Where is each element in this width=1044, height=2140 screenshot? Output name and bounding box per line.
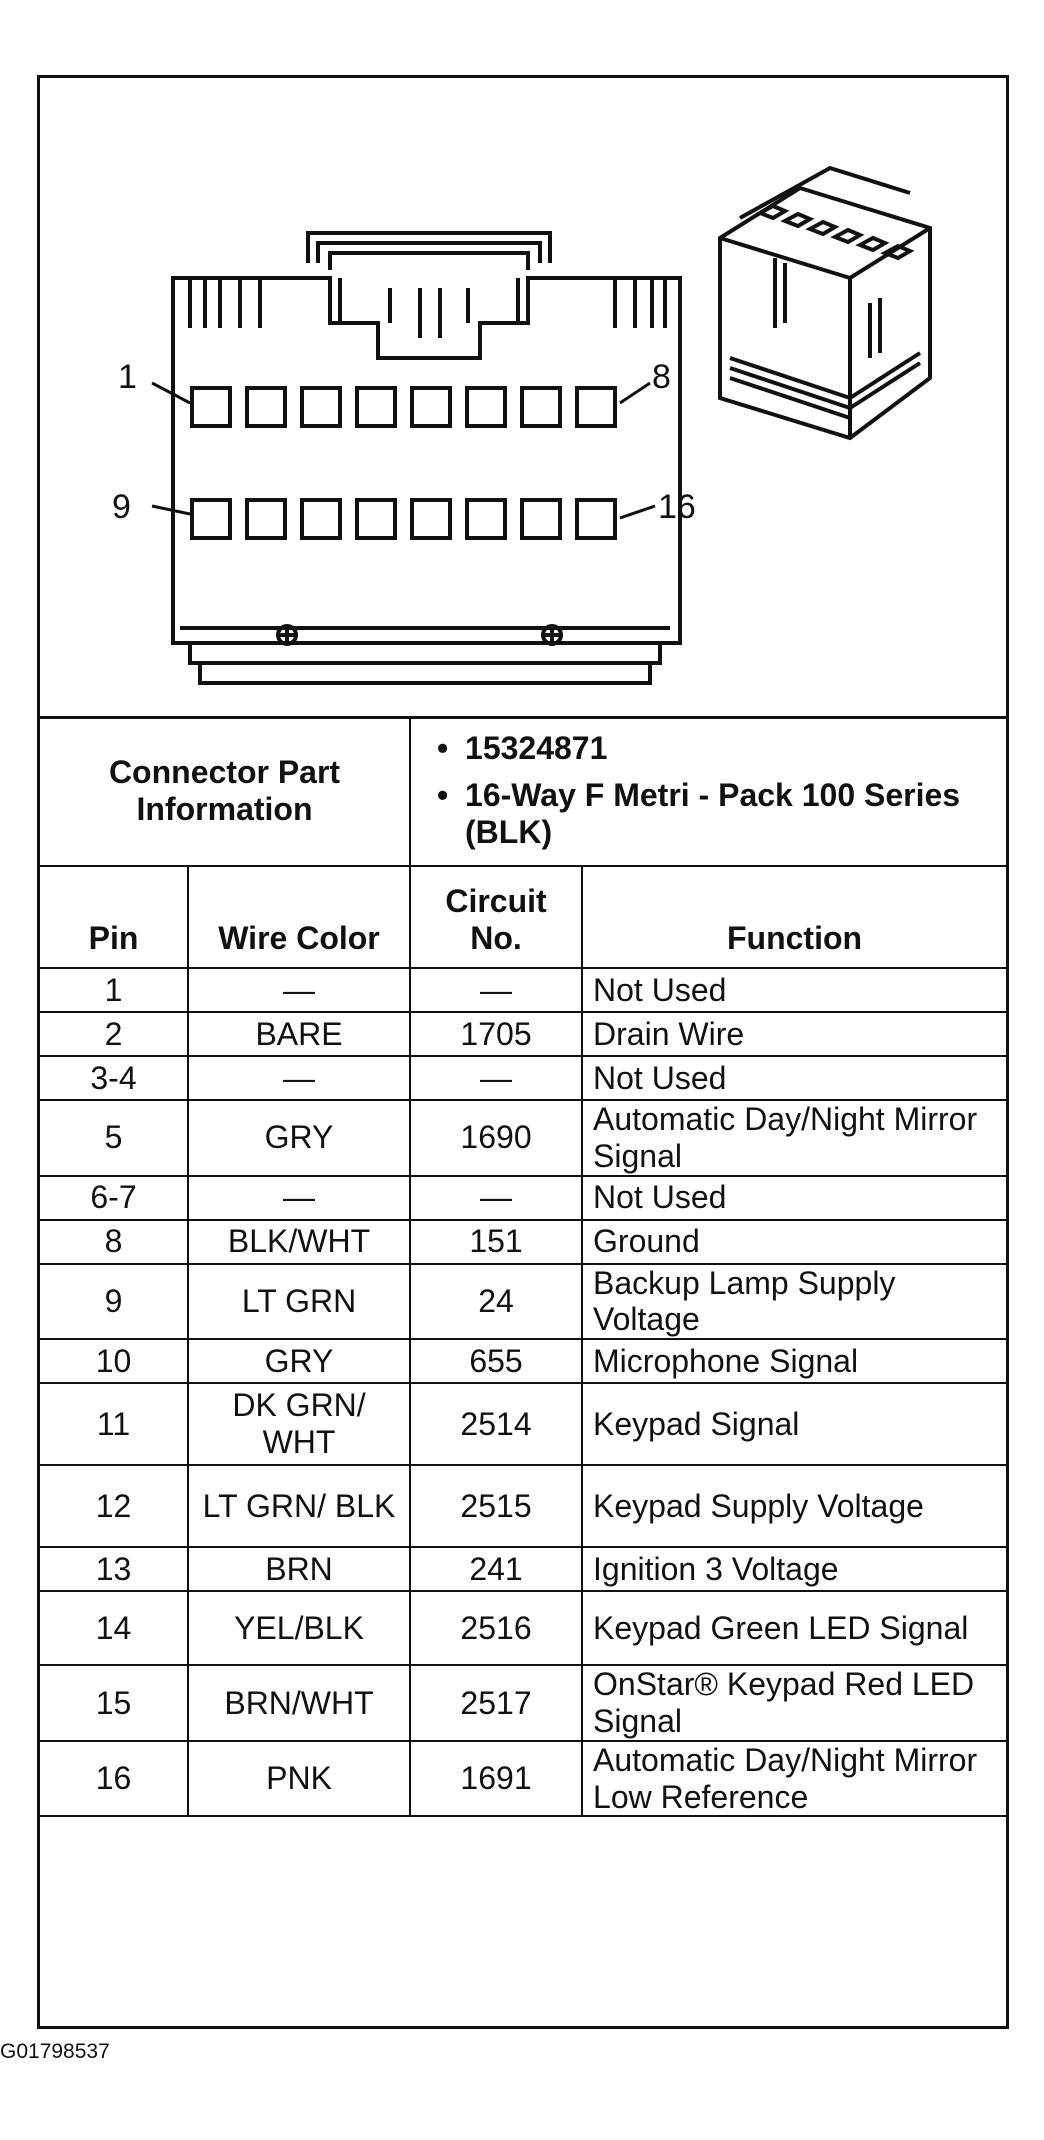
circuit-cell: 241 bbox=[409, 1546, 584, 1593]
connector-diagram: 1 8 9 16 bbox=[40, 78, 1006, 719]
function-cell: Automatic Day/Night Mirror Signal bbox=[581, 1099, 1007, 1177]
function-cell: Not Used bbox=[581, 1174, 1007, 1221]
wire-color-cell: YEL/BLK bbox=[186, 1590, 412, 1667]
wire-color-cell: LT GRN/ BLK bbox=[186, 1464, 412, 1549]
function-cell: Backup Lamp Supply Voltage bbox=[581, 1262, 1007, 1341]
function-cell: Keypad Supply Voltage bbox=[581, 1464, 1007, 1549]
function-cell: OnStar® Keypad Red LED Signal bbox=[581, 1664, 1007, 1742]
circuit-cell: 655 bbox=[409, 1338, 584, 1385]
table-row: 6-7——Not Used bbox=[40, 1174, 1007, 1221]
function-cell: Microphone Signal bbox=[581, 1338, 1007, 1385]
connector-part-info-text: Connector Part Information bbox=[108, 753, 341, 827]
column-header-row: Pin Wire Color Circuit No. Function bbox=[40, 865, 1007, 969]
part-number: 15324871 bbox=[437, 730, 996, 767]
pin-cell: 12 bbox=[40, 1464, 189, 1549]
wire-color-cell: GRY bbox=[186, 1099, 412, 1177]
connector-face-drawing: 1 8 9 16 bbox=[112, 165, 932, 685]
circuit-cell: — bbox=[409, 1174, 584, 1221]
column-header-wire-color: Wire Color bbox=[186, 865, 412, 969]
connector-part-info-label: Connector Part Information bbox=[40, 716, 412, 867]
pin-cell: 16 bbox=[40, 1739, 189, 1818]
pin-label-9: 9 bbox=[112, 488, 131, 526]
circuit-cell: 24 bbox=[409, 1262, 584, 1341]
wire-color-cell: BRN bbox=[186, 1546, 412, 1593]
function-cell: Automatic Day/Night Mirror Low Reference bbox=[581, 1739, 1007, 1818]
wire-color-cell: LT GRN bbox=[186, 1262, 412, 1341]
circuit-cell: 151 bbox=[409, 1218, 584, 1265]
wire-color-cell: — bbox=[186, 1055, 412, 1101]
circuit-cell: 2516 bbox=[409, 1590, 584, 1667]
function-cell: Not Used bbox=[581, 967, 1007, 1013]
function-cell: Keypad Green LED Signal bbox=[581, 1590, 1007, 1667]
wire-color-cell: DK GRN/ WHT bbox=[186, 1382, 412, 1467]
column-header-function: Function bbox=[581, 865, 1007, 969]
pin-cell: 3-4 bbox=[40, 1055, 189, 1101]
pin-cell: 8 bbox=[40, 1218, 189, 1265]
wire-color-cell: BARE bbox=[186, 1011, 412, 1057]
pin-cell: 15 bbox=[40, 1664, 189, 1742]
connector-iso-view bbox=[718, 165, 932, 441]
wire-color-cell: — bbox=[186, 967, 412, 1013]
circuit-cell: 2517 bbox=[409, 1664, 584, 1742]
connector-type: 16-Way F Metri - Pack 100 Series (BLK) bbox=[437, 777, 996, 851]
pin-cell: 14 bbox=[40, 1590, 189, 1667]
wire-color-cell: BLK/WHT bbox=[186, 1218, 412, 1265]
table-row: 1——Not Used bbox=[40, 967, 1007, 1013]
function-cell: Ground bbox=[581, 1218, 1007, 1265]
wire-color-cell: GRY bbox=[186, 1338, 412, 1385]
circuit-cell: 1691 bbox=[409, 1739, 584, 1818]
pin-label-8: 8 bbox=[652, 358, 671, 396]
wire-color-cell: PNK bbox=[186, 1739, 412, 1818]
pin-cell: 10 bbox=[40, 1338, 189, 1385]
column-header-pin: Pin bbox=[40, 865, 189, 969]
pin-cell: 2 bbox=[40, 1011, 189, 1057]
circuit-cell: 2515 bbox=[409, 1464, 584, 1549]
pin-cell: 11 bbox=[40, 1382, 189, 1467]
wire-color-cell: — bbox=[186, 1174, 412, 1221]
pin-cell: 9 bbox=[40, 1262, 189, 1341]
connector-part-info-values: 15324871 16-Way F Metri - Pack 100 Serie… bbox=[409, 716, 1007, 867]
pin-cell: 13 bbox=[40, 1546, 189, 1593]
circuit-cell: 1690 bbox=[409, 1099, 584, 1177]
circuit-cell: — bbox=[409, 1055, 584, 1101]
function-cell: Ignition 3 Voltage bbox=[581, 1546, 1007, 1593]
wire-color-cell: BRN/WHT bbox=[186, 1664, 412, 1742]
circuit-cell: 1705 bbox=[409, 1011, 584, 1057]
pin-label-16: 16 bbox=[658, 488, 696, 526]
pin-label-1: 1 bbox=[118, 358, 137, 396]
pin-cell: 1 bbox=[40, 967, 189, 1013]
pin-cell: 5 bbox=[40, 1099, 189, 1177]
function-cell: Not Used bbox=[581, 1055, 1007, 1101]
connector-figure-frame: 1 8 9 16 bbox=[37, 75, 1009, 2029]
circuit-cell: — bbox=[409, 967, 584, 1013]
column-header-circuit: Circuit No. bbox=[409, 865, 584, 969]
table-row: 3-4——Not Used bbox=[40, 1055, 1007, 1101]
function-cell: Keypad Signal bbox=[581, 1382, 1007, 1467]
connector-info-row: Connector Part Information 15324871 16-W… bbox=[40, 716, 1007, 867]
pin-table: Connector Part Information 15324871 16-W… bbox=[40, 716, 1007, 1818]
pin-cell: 6-7 bbox=[40, 1174, 189, 1221]
circuit-cell: 2514 bbox=[409, 1382, 584, 1467]
function-cell: Drain Wire bbox=[581, 1011, 1007, 1057]
figure-code: G01798537 bbox=[0, 2040, 110, 2063]
